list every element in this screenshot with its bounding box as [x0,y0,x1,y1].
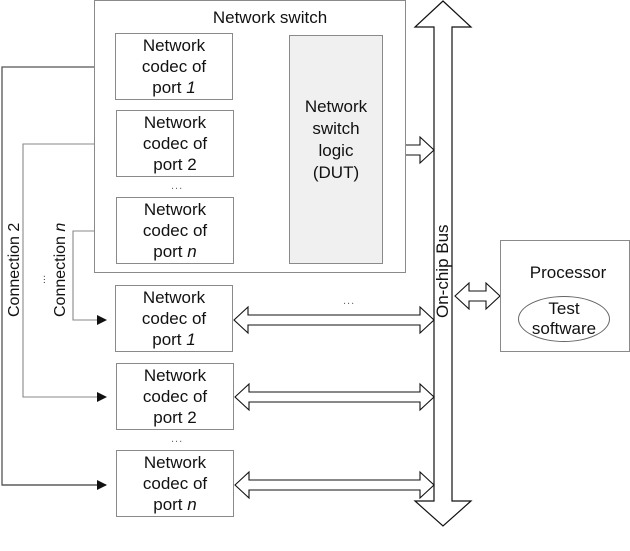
logic-label-line1: Network [304,96,368,116]
codec-label-port: port [152,330,182,349]
connection-n-prefix: Connection [52,236,69,317]
on-chip-bus-arrow [413,0,473,527]
codec-port-number: 1 [186,330,196,349]
double-arrow-ext-codec1-bus [233,305,435,335]
codec-port-number: n [187,495,197,514]
internal-codec-port-1[interactable]: Network codec of port 1 [115,33,233,100]
logic-label-line2: switch [312,118,360,138]
connection-2-label: Connection 2 [6,222,23,317]
bus-arrows-ellipsis: ... [343,295,356,307]
codec-label-line1: Network [143,453,207,472]
codec-port-number: 2 [187,408,197,427]
on-chip-bus-label: On-chip Bus [433,224,452,318]
external-codec-port-1[interactable]: Network codec of port 1 [115,285,233,352]
connection-ellipsis: ... [36,274,48,284]
internal-codec-port-2[interactable]: Network codec of port 2 [116,110,234,177]
network-switch-logic-dut[interactable]: Network switch logic (DUT) [289,35,383,264]
codec-port-number: n [187,242,197,261]
double-arrow-ext-codecn-bus [234,470,435,500]
logic-label-line4: (DUT) [312,162,360,182]
codec-label-line1: Network [143,366,207,385]
codec-label-line1: Network [142,36,206,55]
logic-label-line3: logic [318,140,354,160]
codec-label-port: port [153,155,183,174]
external-codecs-ellipsis: ... [171,433,184,445]
network-switch-title: Network switch [212,8,328,27]
codec-label-line2: codec of [142,387,208,406]
double-arrow-ext-codec2-bus [234,382,435,412]
external-codec-port-2[interactable]: Network codec of port 2 [116,363,234,430]
external-codec-port-n[interactable]: Network codec of port n [116,450,234,517]
test-software-line2: software [531,319,597,338]
codec-label-line2: codec of [142,134,208,153]
processor-title: Processor [529,263,607,282]
codec-label-line2: codec of [142,474,208,493]
internal-codecs-ellipsis: ... [171,180,184,192]
codec-port-number: 2 [187,155,197,174]
codec-label-port: port [153,242,183,261]
test-software-line1: Test [548,299,580,318]
internal-codec-port-n[interactable]: Network codec of port n [116,197,234,264]
codec-label-line2: codec of [142,221,208,240]
connection-n-suffix: n [52,222,69,232]
double-arrow-bus-processor [454,281,501,311]
codec-label-line1: Network [143,200,207,219]
codec-port-number: 1 [186,78,196,97]
codec-label-line1: Network [143,113,207,132]
codec-label-line2: codec of [141,309,207,328]
codec-label-line2: codec of [141,57,207,76]
codec-label-port: port [153,495,183,514]
codec-label-line1: Network [142,288,206,307]
codec-label-port: port [152,78,182,97]
connection-n-label: Connection n [52,223,70,317]
codec-label-port: port [153,408,183,427]
